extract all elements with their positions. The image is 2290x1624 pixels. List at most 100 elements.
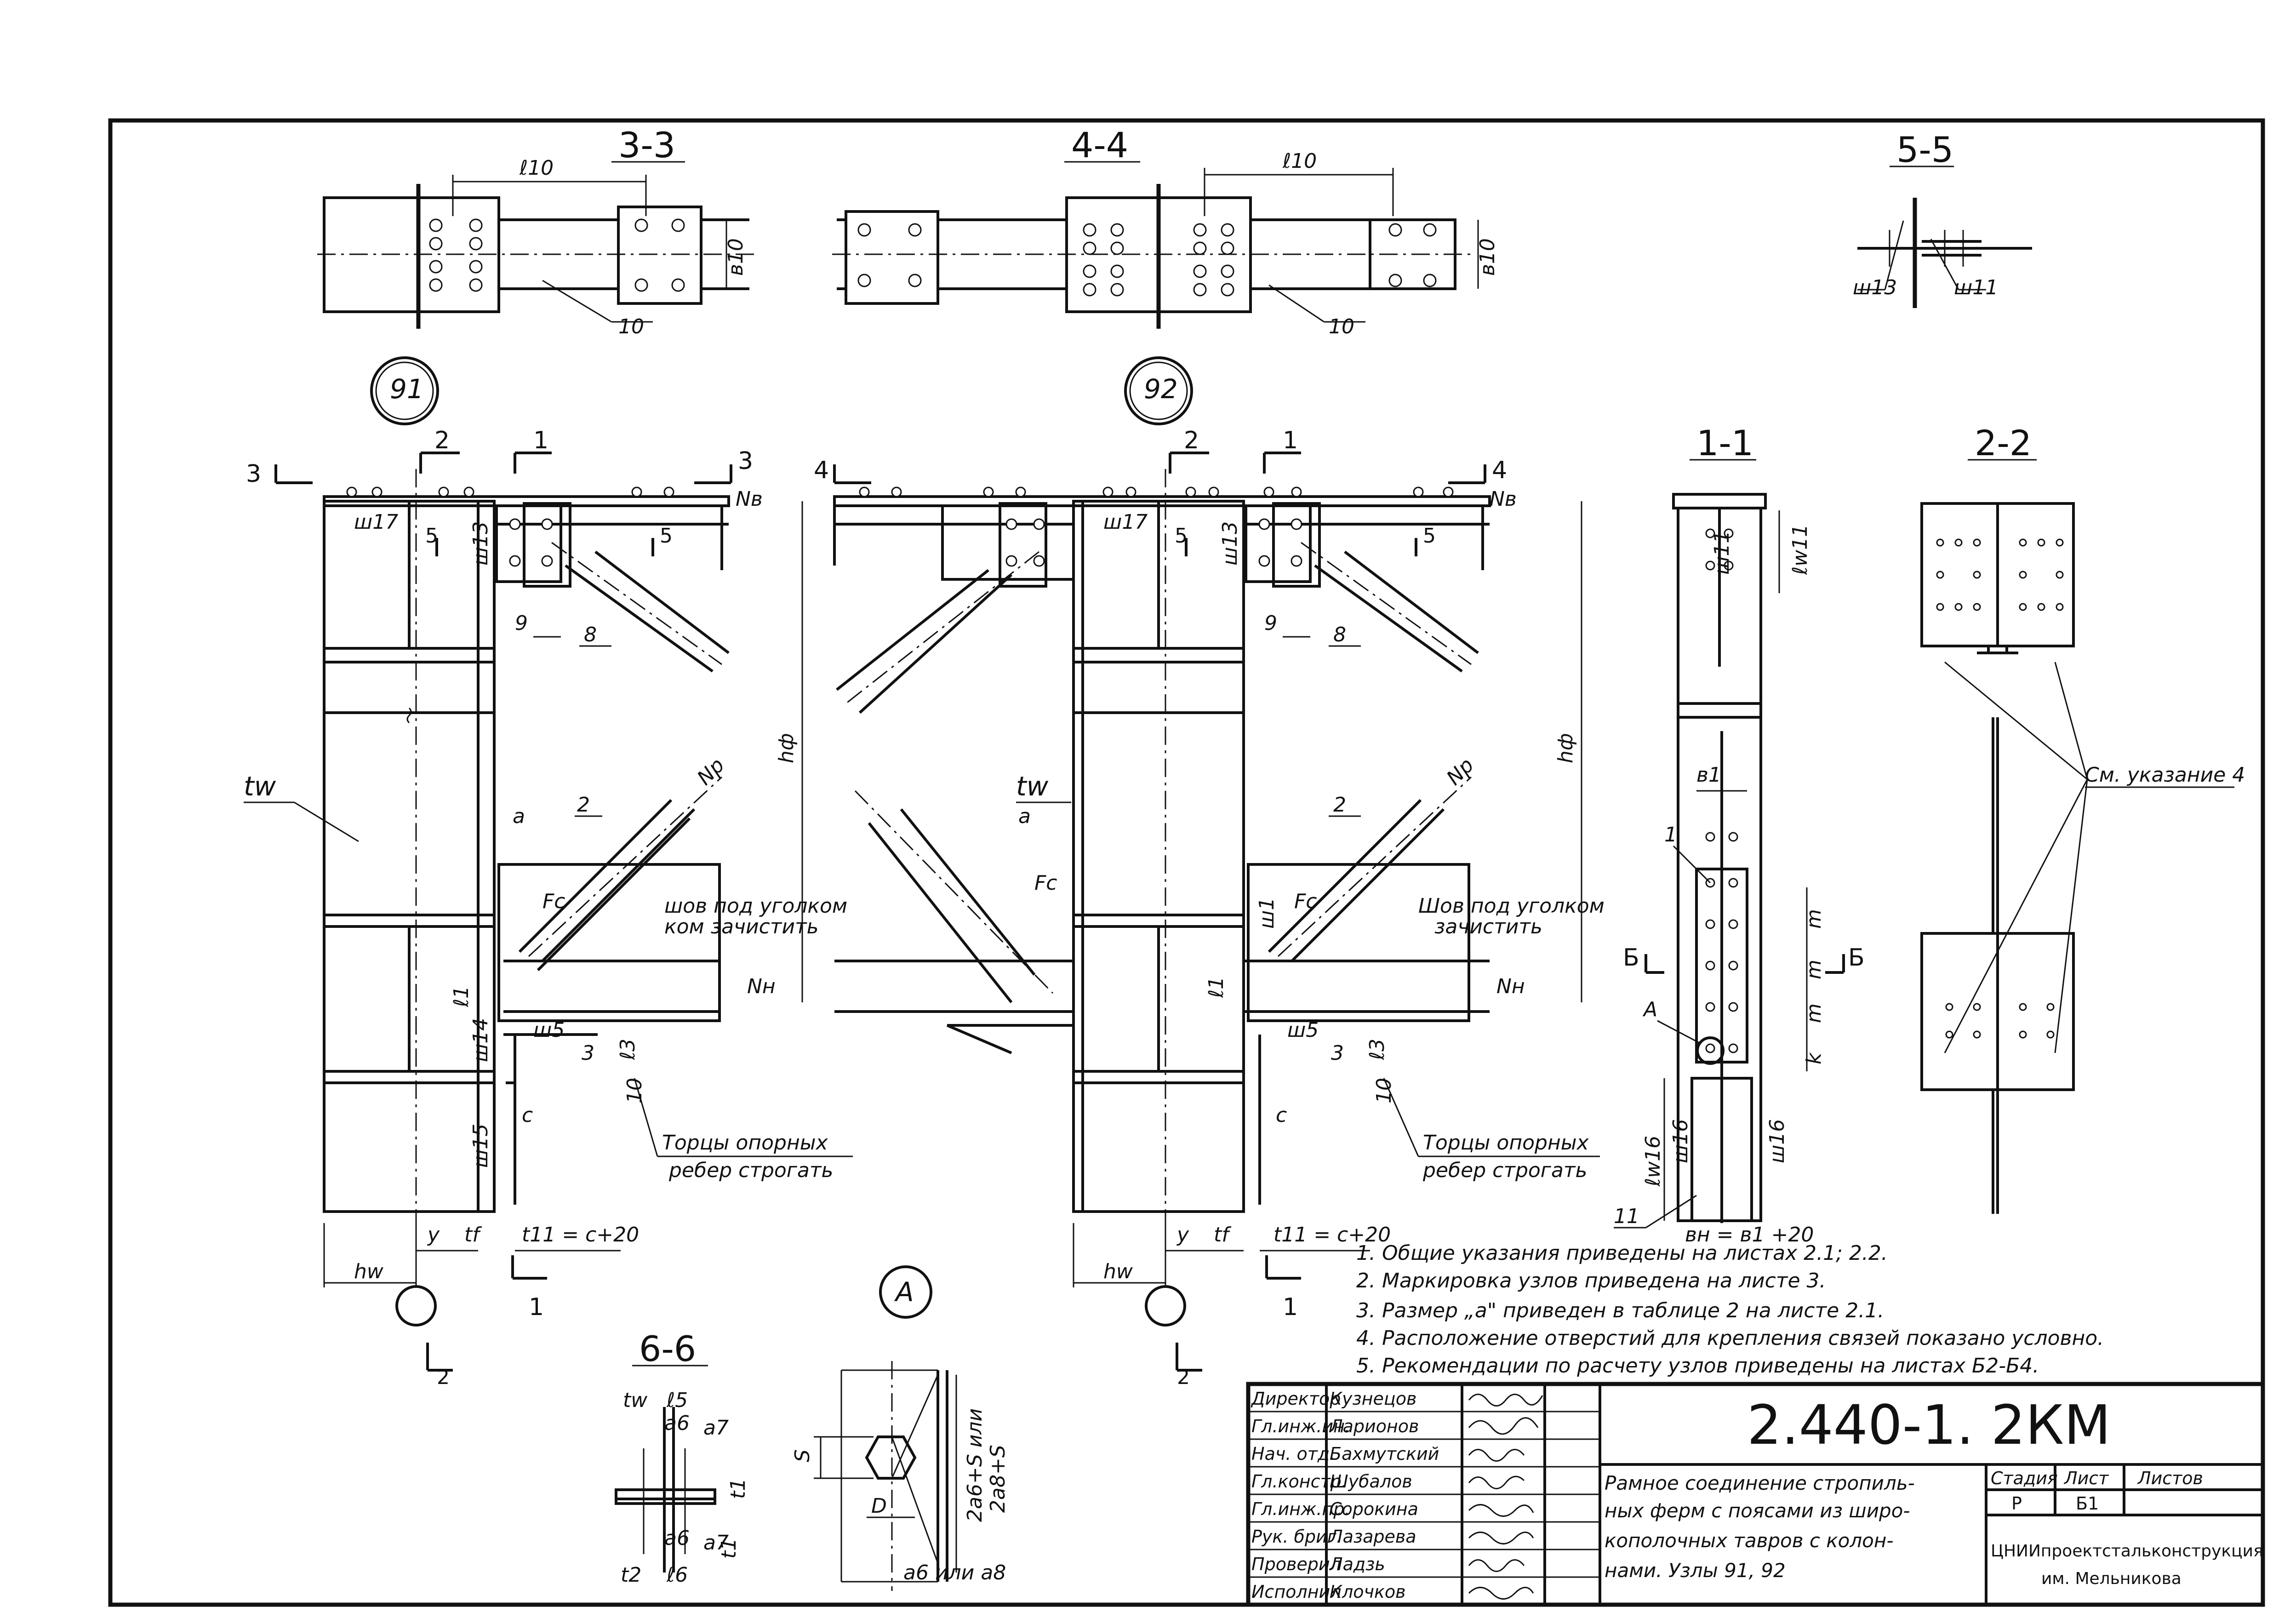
note-1: 1. Общие указания приведены на листах 2.… [1356, 1241, 1888, 1265]
weld-w15-label: ш15 [469, 1124, 492, 1168]
bolt-group [1936, 538, 2064, 1039]
dim-m-label: m [1802, 960, 1826, 979]
dim-hw-label: hw [1103, 1260, 1133, 1283]
cut-mark-3: 3 [738, 447, 753, 475]
weld-note-line1: Шов под уголком [1418, 894, 1605, 918]
dim-b1-label: в1 [1696, 763, 1721, 787]
general-notes: 1. Общие указания приведены на листах 2.… [1356, 1241, 2104, 1378]
detail-A-marker [879, 1265, 932, 1319]
cut-mark-1: 1 [1283, 1293, 1298, 1321]
tb-name-6: Лазарева [1329, 1527, 1416, 1547]
tb-role-2: Гл.инж.ин. [1251, 1416, 1350, 1436]
detail-A-label: A [894, 1276, 914, 1308]
dim-a-label: а [1018, 805, 1031, 828]
note-4: 4. Расположение отверстий для крепления … [1356, 1327, 2104, 1350]
tb-name-8: Клочков [1330, 1582, 1406, 1602]
cut-mark-2: 2 [434, 427, 450, 454]
title-line-3: кополочных тавров с колон- [1605, 1529, 1893, 1552]
dim-t11-label: t11 = c+20 [522, 1223, 639, 1247]
tb-role-8: Исполнил [1251, 1582, 1342, 1602]
dim-m-label: m [1802, 1003, 1826, 1023]
tb-name-1: Кузнецов [1330, 1389, 1416, 1409]
force-Np-label: Nр [1442, 754, 1479, 790]
cut-mark-6: Б [1848, 944, 1865, 972]
org-name-line2: им. Мельникова [2041, 1569, 2181, 1588]
part-2-label: 2 [577, 793, 590, 817]
dim-l3-label: ℓ3 [616, 1039, 640, 1060]
weld-w13-label: ш13 [469, 521, 492, 566]
cut-mark-5: 5 [1175, 524, 1188, 548]
node-91-marker [370, 356, 439, 425]
cut-mark-4: 4 [814, 457, 829, 484]
force-Nv-label: Nв [736, 487, 763, 511]
dim-lw16-label: ℓw16 [1641, 1136, 1665, 1187]
tb-role-6: Рук. бриг. [1251, 1527, 1342, 1547]
force-Nn-label: Nн [747, 975, 776, 998]
part-9-label: 9 [515, 612, 528, 635]
section-1-1-view: 1-1 ш11 ℓw11 в1 1 m m m k [1614, 423, 1865, 1247]
cut-mark-3: 3 [246, 460, 261, 488]
dim-c-label: c [1276, 1104, 1287, 1127]
bolt-group [859, 486, 1454, 567]
cut-mark-2: 2 [1184, 427, 1199, 454]
force-Nv-label: Nв [1490, 487, 1517, 511]
dim-l10-label: ℓ10 [519, 156, 554, 180]
title-line-4: нами. Узлы 91, 92 [1605, 1559, 1786, 1582]
part-1-label: 1 [1664, 823, 1677, 846]
weld-w11-label: ш11 [1710, 531, 1734, 575]
section-2-2-view: 2-2 См. указание 4 [1920, 423, 2245, 1214]
detail-A-view: A S D 2а6+S или 2а8+S а6 или а8 [791, 1265, 1010, 1591]
part-8-label: 8 [1333, 623, 1346, 646]
weld-w17-label: ш17 [1103, 510, 1148, 534]
node-92-marker [1124, 356, 1193, 425]
tb-name-5: Сорокина [1330, 1499, 1418, 1519]
dim-tf-label: tf [1214, 1223, 1232, 1247]
weld-note-line2: зачистить [1434, 915, 1542, 938]
weld-w14-label: ш14 [469, 1018, 492, 1062]
tb-role-4: Гл.констр. [1251, 1471, 1347, 1492]
part-9-label: 9 [1264, 612, 1277, 635]
section-2-2-title: 2-2 [1975, 423, 2032, 463]
tb-name-3: Бахмутский [1330, 1444, 1439, 1464]
part-3-label: 3 [582, 1041, 594, 1065]
dim-a-label: а [513, 805, 525, 828]
dim-a7-label: а7 [703, 1531, 729, 1555]
dim-m-label: m [1802, 909, 1826, 929]
cut-mark-2: 2 [1177, 1366, 1190, 1389]
dim-lw11-label: ℓw11 [1788, 524, 1812, 575]
weld-w13-label: ш13 [1853, 276, 1897, 299]
tb-name-2: Ларионов [1329, 1416, 1419, 1436]
cut-mark-6: Б [1623, 944, 1639, 972]
sheet-header: Лист [2063, 1468, 2109, 1488]
dim-t2-label: t2 [621, 1563, 641, 1587]
weld-w16-label: ш16 [1669, 1119, 1692, 1163]
weld-w11-label: ш11 [1954, 276, 1998, 299]
sheet-value: Б1 [2076, 1493, 2099, 1514]
note-5: 5. Рекомендации по расчету узлов приведе… [1356, 1354, 2039, 1378]
section-4-4-title: 4-4 [1071, 125, 1128, 166]
dim-a6-label: а6 [664, 1412, 690, 1435]
ends-note-line1: Торцы опорных [1423, 1131, 1589, 1155]
tb-name-7: Ладзь [1329, 1554, 1385, 1574]
tw-label: tw [1016, 771, 1049, 802]
node-91-view: 91 [244, 356, 853, 1389]
part-11-label: 11 [1614, 1205, 1639, 1228]
tb-role-5: Гл.инж.пр. [1251, 1499, 1350, 1519]
ends-note-line2: ребер строгать [1422, 1159, 1587, 1182]
dim-b10-label: в10 [1476, 238, 1499, 276]
document-code: 2.440-1. 2КМ [1747, 1393, 2111, 1457]
dim-A2-label: 2а8+S [986, 1445, 1010, 1513]
stage-value: Р [2011, 1493, 2022, 1514]
part-2-label: 2 [1333, 793, 1346, 817]
Fc-label: Fc [1294, 890, 1317, 913]
dim-A1-label: 2а6+S или [963, 1408, 987, 1522]
cut-mark-5: 5 [425, 524, 438, 548]
dim-t11-label: t11 = c+20 [1273, 1223, 1391, 1247]
tb-role-7: Проверил [1251, 1554, 1341, 1574]
bolt-group [857, 223, 1437, 297]
section-3-3-view: 3-3 ℓ10 в10 10 [317, 125, 759, 338]
see-note-4-label: См. указание 4 [2085, 763, 2245, 787]
dim-t1-label: t1 [717, 1538, 741, 1559]
weld-w1-label: ш1 [1255, 898, 1279, 929]
cut-mark-5: 5 [660, 524, 673, 548]
